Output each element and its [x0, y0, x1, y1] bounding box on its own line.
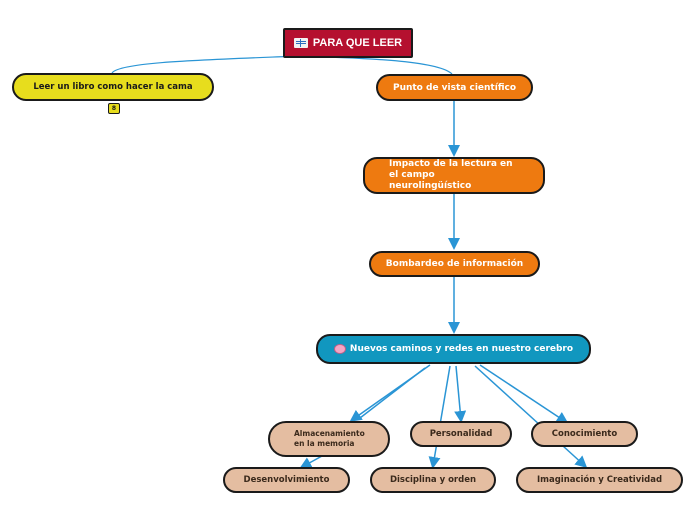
node-impacto[interactable]: Impacto de la lectura en el campo neurol… — [363, 157, 545, 194]
node-bombardeo[interactable]: Bombardeo de información — [369, 251, 540, 277]
edge-caminos-imaginacion — [474, 365, 588, 469]
count-badge-label: 8 — [111, 105, 117, 112]
node-disciplina-label: Disciplina y orden — [389, 475, 477, 485]
node-imaginacion[interactable]: Imaginación y Creatividad — [516, 467, 683, 493]
node-conocimiento[interactable]: Conocimiento — [531, 421, 638, 447]
node-personalidad-label: Personalidad — [429, 429, 493, 439]
node-almacenamiento-label: Almacenamiento en la memoria — [294, 429, 365, 448]
node-desenvolvimiento-label: Desenvolvimiento — [243, 475, 330, 485]
node-nuevos-caminos[interactable]: Nuevos caminos y redes en nuestro cerebr… — [316, 334, 591, 364]
edge-caminos-disciplina — [428, 365, 451, 469]
brain-icon — [333, 344, 346, 354]
edge-root-scientific — [289, 55, 453, 75]
edge-almacenamiento-desenvolvimiento — [299, 455, 323, 469]
node-punto-vista[interactable]: Punto de vista científico — [376, 74, 533, 101]
node-impacto-label: Impacto de la lectura en el campo neurol… — [389, 159, 513, 191]
root-node[interactable]: PARA QUE LEER — [283, 28, 413, 58]
node-leer-libro-label: Leer un libro como hacer la cama — [33, 82, 193, 92]
count-badge: 8 — [108, 103, 120, 114]
node-almacenamiento[interactable]: Almacenamiento en la memoria — [268, 421, 390, 457]
edge-caminos-conocimiento — [479, 364, 569, 424]
node-desenvolvimiento[interactable]: Desenvolvimiento — [223, 467, 350, 493]
node-nuevos-caminos-label: Nuevos caminos y redes en nuestro cerebr… — [349, 344, 574, 354]
root-label: PARA QUE LEER — [312, 37, 403, 49]
node-punto-vista-label: Punto de vista científico — [392, 82, 517, 93]
edge-caminos-desenvolvimiento — [359, 367, 426, 419]
node-personalidad[interactable]: Personalidad — [410, 421, 512, 447]
edge-caminos-personalidad — [454, 365, 467, 423]
node-imaginacion-label: Imaginación y Creatividad — [536, 475, 663, 485]
node-leer-libro[interactable]: Leer un libro como hacer la cama — [12, 73, 214, 101]
node-disciplina[interactable]: Disciplina y orden — [370, 467, 496, 493]
book-icon — [293, 38, 308, 48]
node-conocimiento-label: Conocimiento — [551, 429, 618, 439]
edge-root-left — [111, 55, 301, 74]
node-bombardeo-label: Bombardeo de información — [385, 259, 524, 269]
